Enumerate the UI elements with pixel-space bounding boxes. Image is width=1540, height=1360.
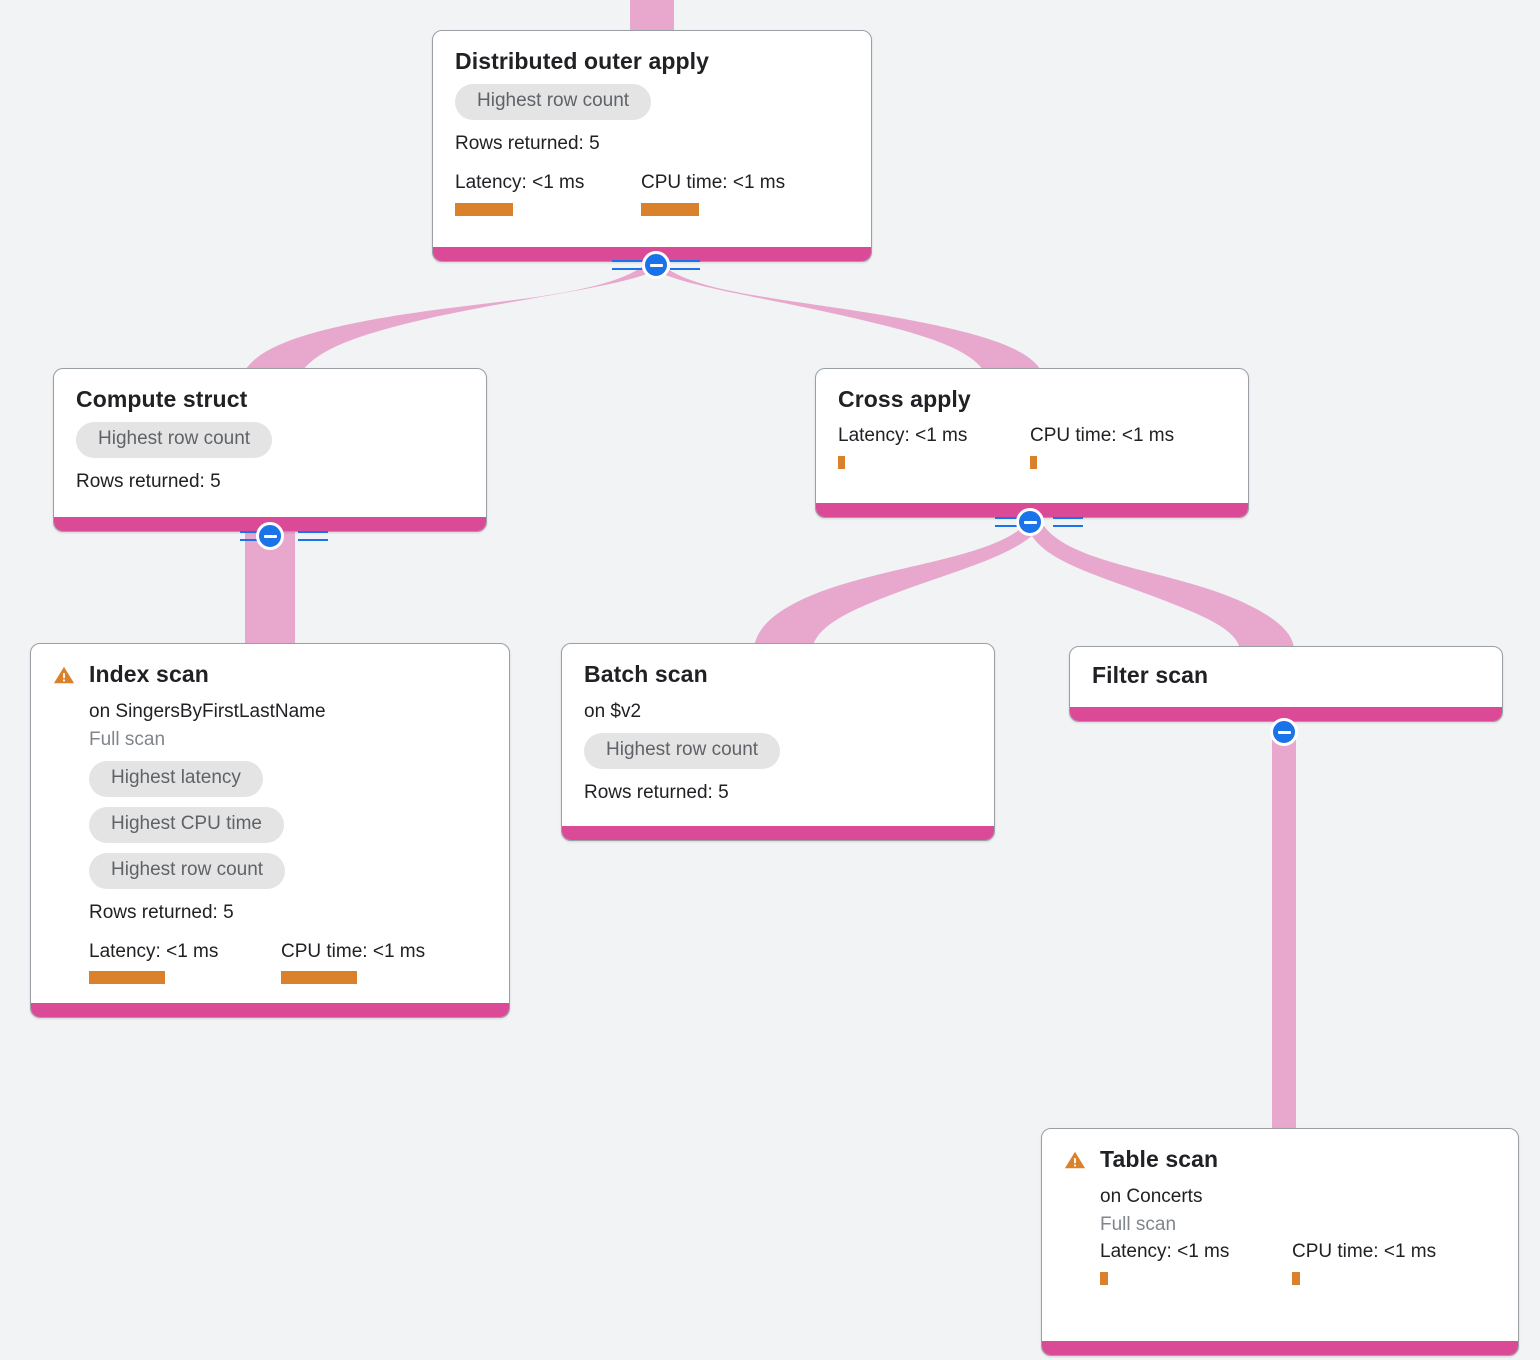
metric-latency: Latency: <1 ms <box>455 172 641 216</box>
metrics: Latency: <1 ms CPU time: <1 ms <box>455 172 849 216</box>
node-body: Batch scan on $v2 Highest row count Rows… <box>562 644 994 826</box>
node-compute-struct[interactable]: Compute struct Highest row count Rows re… <box>53 368 487 532</box>
metric-latency: Latency: <1 ms <box>1100 1240 1292 1285</box>
metric-cpu-time: CPU time: <1 ms <box>1292 1240 1437 1285</box>
node-details: on Concerts Full scan Latency: <1 ms CPU… <box>1064 1172 1496 1285</box>
metric-cpu-time: CPU time: <1 ms <box>281 940 426 985</box>
metric-latency: Latency: <1 ms <box>838 425 1030 470</box>
metric-latency-bar <box>1100 1271 1108 1285</box>
title-row: Compute struct <box>76 386 464 412</box>
metric-cpu-time-bar <box>281 971 357 985</box>
node-body: Distributed outer apply Highest row coun… <box>433 31 871 247</box>
metric-cpu-time-bar <box>1030 456 1037 470</box>
node-body: Index scan on SingersByFirstLastName Ful… <box>31 644 509 1003</box>
rows-returned: Rows returned: 5 <box>584 782 729 804</box>
node-subtitle: on Concerts <box>1100 1186 1203 1208</box>
metric-latency: Latency: <1 ms <box>89 940 281 985</box>
node-title: Cross apply <box>838 386 971 412</box>
metrics: Latency: <1 ms CPU time: <1 ms <box>1100 1240 1496 1285</box>
node-title: Filter scan <box>1092 662 1209 688</box>
node-table-scan[interactable]: Table scan on Concerts Full scan Latency… <box>1041 1128 1519 1356</box>
badge-highest-row-count: Highest row count <box>584 733 781 770</box>
metric-latency-label: Latency: <1 ms <box>838 425 968 447</box>
node-accent-bar <box>1042 1341 1518 1355</box>
metric-latency-bar <box>455 202 513 216</box>
badge-highest-cpu-time: Highest CPU time <box>89 806 284 843</box>
metric-cpu-time-label: CPU time: <1 ms <box>1030 425 1175 447</box>
node-filter-scan[interactable]: Filter scan <box>1069 646 1503 722</box>
node-subtitle: on $v2 <box>584 701 642 723</box>
badge-list: Highest latency Highest CPU time Highest… <box>89 751 487 889</box>
node-accent-bar <box>562 826 994 840</box>
edge-cross-apply-to-filter-scan <box>1030 526 1294 650</box>
rows-returned: Rows returned: 5 <box>76 471 221 493</box>
node-accent-bar <box>1070 707 1502 721</box>
metric-cpu-time-label: CPU time: <1 ms <box>1292 1240 1437 1262</box>
metric-latency-label: Latency: <1 ms <box>1100 1240 1230 1262</box>
edge-root-to-compute-struct <box>244 264 660 374</box>
node-subtitle: on SingersByFirstLastName <box>89 701 326 723</box>
node-accent-bar <box>31 1003 509 1017</box>
node-title: Batch scan <box>584 661 708 687</box>
collapse-toggle-compute-struct[interactable] <box>256 522 284 550</box>
node-cross-apply[interactable]: Cross apply Latency: <1 ms CPU time: <1 … <box>815 368 1249 518</box>
title-row: Batch scan <box>584 661 972 687</box>
metric-cpu-time-label: CPU time: <1 ms <box>641 172 786 194</box>
metric-latency-bar <box>838 456 845 470</box>
node-full-scan-label: Full scan <box>1100 1214 1177 1236</box>
collapse-toggle-cross-apply[interactable] <box>1016 508 1044 536</box>
node-distributed-outer-apply[interactable]: Distributed outer apply Highest row coun… <box>432 30 872 262</box>
badge-highest-row-count: Highest row count <box>76 422 273 459</box>
edge-cross-apply-to-batch-scan <box>754 524 1038 650</box>
title-row: Filter scan <box>1092 662 1480 688</box>
node-title: Table scan <box>1100 1146 1219 1172</box>
node-title: Compute struct <box>76 386 248 412</box>
metrics: Latency: <1 ms CPU time: <1 ms <box>89 940 487 985</box>
edge-root-to-cross-apply <box>654 266 1042 374</box>
warning-icon <box>1064 1151 1086 1168</box>
rows-returned: Rows returned: 5 <box>455 133 600 155</box>
rows-returned: Rows returned: 5 <box>89 901 234 923</box>
node-body: Cross apply Latency: <1 ms CPU time: <1 … <box>816 369 1248 503</box>
collapse-toggle-filter-scan[interactable] <box>1270 718 1298 746</box>
metric-latency-label: Latency: <1 ms <box>89 940 219 962</box>
title-row: Cross apply <box>838 386 1226 412</box>
title-row: Index scan <box>53 661 487 687</box>
title-row: Table scan <box>1064 1146 1496 1172</box>
badge-highest-row-count: Highest row count <box>89 852 286 889</box>
node-index-scan[interactable]: Index scan on SingersByFirstLastName Ful… <box>30 643 510 1018</box>
metric-cpu-time: CPU time: <1 ms <box>641 172 786 216</box>
metric-cpu-time-bar <box>1292 1271 1300 1285</box>
node-batch-scan[interactable]: Batch scan on $v2 Highest row count Rows… <box>561 643 995 841</box>
title-row: Distributed outer apply <box>455 48 849 74</box>
metric-cpu-time: CPU time: <1 ms <box>1030 425 1175 470</box>
metrics: Latency: <1 ms CPU time: <1 ms <box>838 425 1226 470</box>
badge-highest-row-count: Highest row count <box>455 84 652 121</box>
node-body: Filter scan <box>1070 647 1502 707</box>
metric-latency-bar <box>89 971 165 985</box>
node-details: on SingersByFirstLastName Full scan High… <box>53 687 487 985</box>
edge-filter-scan-to-table-scan <box>1272 726 1296 1136</box>
badge-highest-latency: Highest latency <box>89 760 263 797</box>
warning-icon <box>53 666 75 683</box>
node-title: Index scan <box>89 661 209 687</box>
node-title: Distributed outer apply <box>455 48 710 74</box>
metric-latency-label: Latency: <1 ms <box>455 172 585 194</box>
collapse-toggle-distributed-outer-apply[interactable] <box>642 251 670 279</box>
node-body: Compute struct Highest row count Rows re… <box>54 369 486 517</box>
node-body: Table scan on Concerts Full scan Latency… <box>1042 1129 1518 1341</box>
node-full-scan-label: Full scan <box>89 729 166 751</box>
metric-cpu-time-bar <box>641 202 699 216</box>
metric-cpu-time-label: CPU time: <1 ms <box>281 940 426 962</box>
